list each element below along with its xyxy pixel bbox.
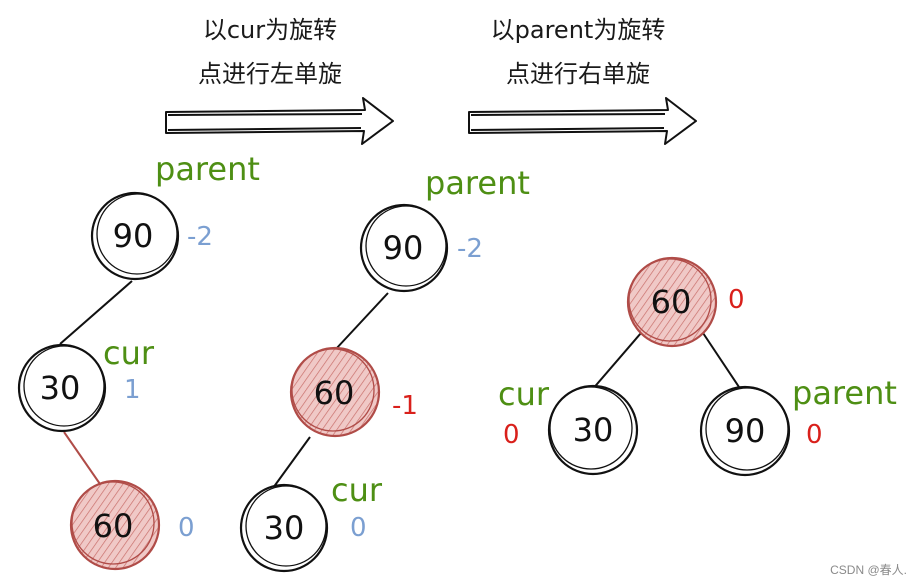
tree2: 90 parent -2 60 -1 30 cur 0 — [239, 164, 530, 573]
balance-factor: -2 — [187, 222, 213, 252]
parent-label: parent — [155, 150, 260, 188]
node-60-highlighted: 60 — [289, 346, 381, 438]
node-value: 30 — [573, 411, 614, 449]
step1-line2: 点进行左单旋 — [198, 60, 342, 88]
watermark: CSDN @春人. — [830, 563, 907, 577]
node-60-highlighted: 60 — [626, 256, 718, 348]
arrow-right-icon — [468, 97, 697, 145]
balance-factor: -1 — [392, 391, 418, 421]
cur-label: cur — [331, 471, 383, 509]
node-30: 30 — [239, 483, 329, 573]
node-90: 90 — [359, 203, 449, 293]
node-value: 60 — [93, 507, 134, 545]
balance-factor: 0 — [350, 513, 367, 543]
node-30: 30 — [17, 343, 107, 433]
step2-caption: 以parent为旋转 点进行右单旋 — [491, 16, 666, 88]
tree1: 90 parent -2 30 cur 1 60 0 — [17, 150, 260, 571]
parent-label: parent — [425, 164, 530, 202]
edge-60-90-balanced — [702, 332, 746, 397]
parent-label: parent — [792, 374, 897, 412]
node-value: 90 — [383, 229, 424, 267]
tree3: 60 0 30 cur 0 90 parent 0 — [498, 256, 897, 477]
node-value: 60 — [314, 374, 355, 412]
edge-90-30 — [59, 280, 133, 345]
cur-label: cur — [498, 375, 550, 413]
edge-30-60 — [63, 431, 101, 485]
step2-line2: 点进行右单旋 — [506, 60, 650, 88]
balance-factor: 0 — [728, 285, 745, 315]
step1-line1: 以cur为旋转 — [203, 16, 337, 44]
tree-edges — [59, 280, 746, 489]
node-value: 30 — [264, 509, 305, 547]
edge-60-30 — [272, 436, 311, 489]
node-60-highlighted: 60 — [69, 479, 161, 571]
node-value: 90 — [725, 412, 766, 450]
node-value: 30 — [40, 369, 81, 407]
node-30: 30 — [547, 384, 639, 476]
step2-line1: 以parent为旋转 — [491, 16, 666, 44]
edge-90-60 — [334, 292, 389, 351]
balance-factor: 0 — [503, 420, 520, 450]
step1-caption: 以cur为旋转 点进行左单旋 — [198, 16, 342, 88]
node-value: 60 — [651, 283, 692, 321]
balance-factor: 0 — [806, 420, 823, 450]
balance-factor: 0 — [178, 513, 195, 543]
arrow-right-icon — [165, 97, 394, 145]
node-value: 90 — [113, 217, 154, 255]
balance-factor: 1 — [124, 375, 141, 405]
cur-label: cur — [103, 334, 155, 372]
node-90: 90 — [90, 191, 180, 281]
balance-factor: -2 — [457, 234, 483, 264]
node-90: 90 — [699, 385, 791, 477]
